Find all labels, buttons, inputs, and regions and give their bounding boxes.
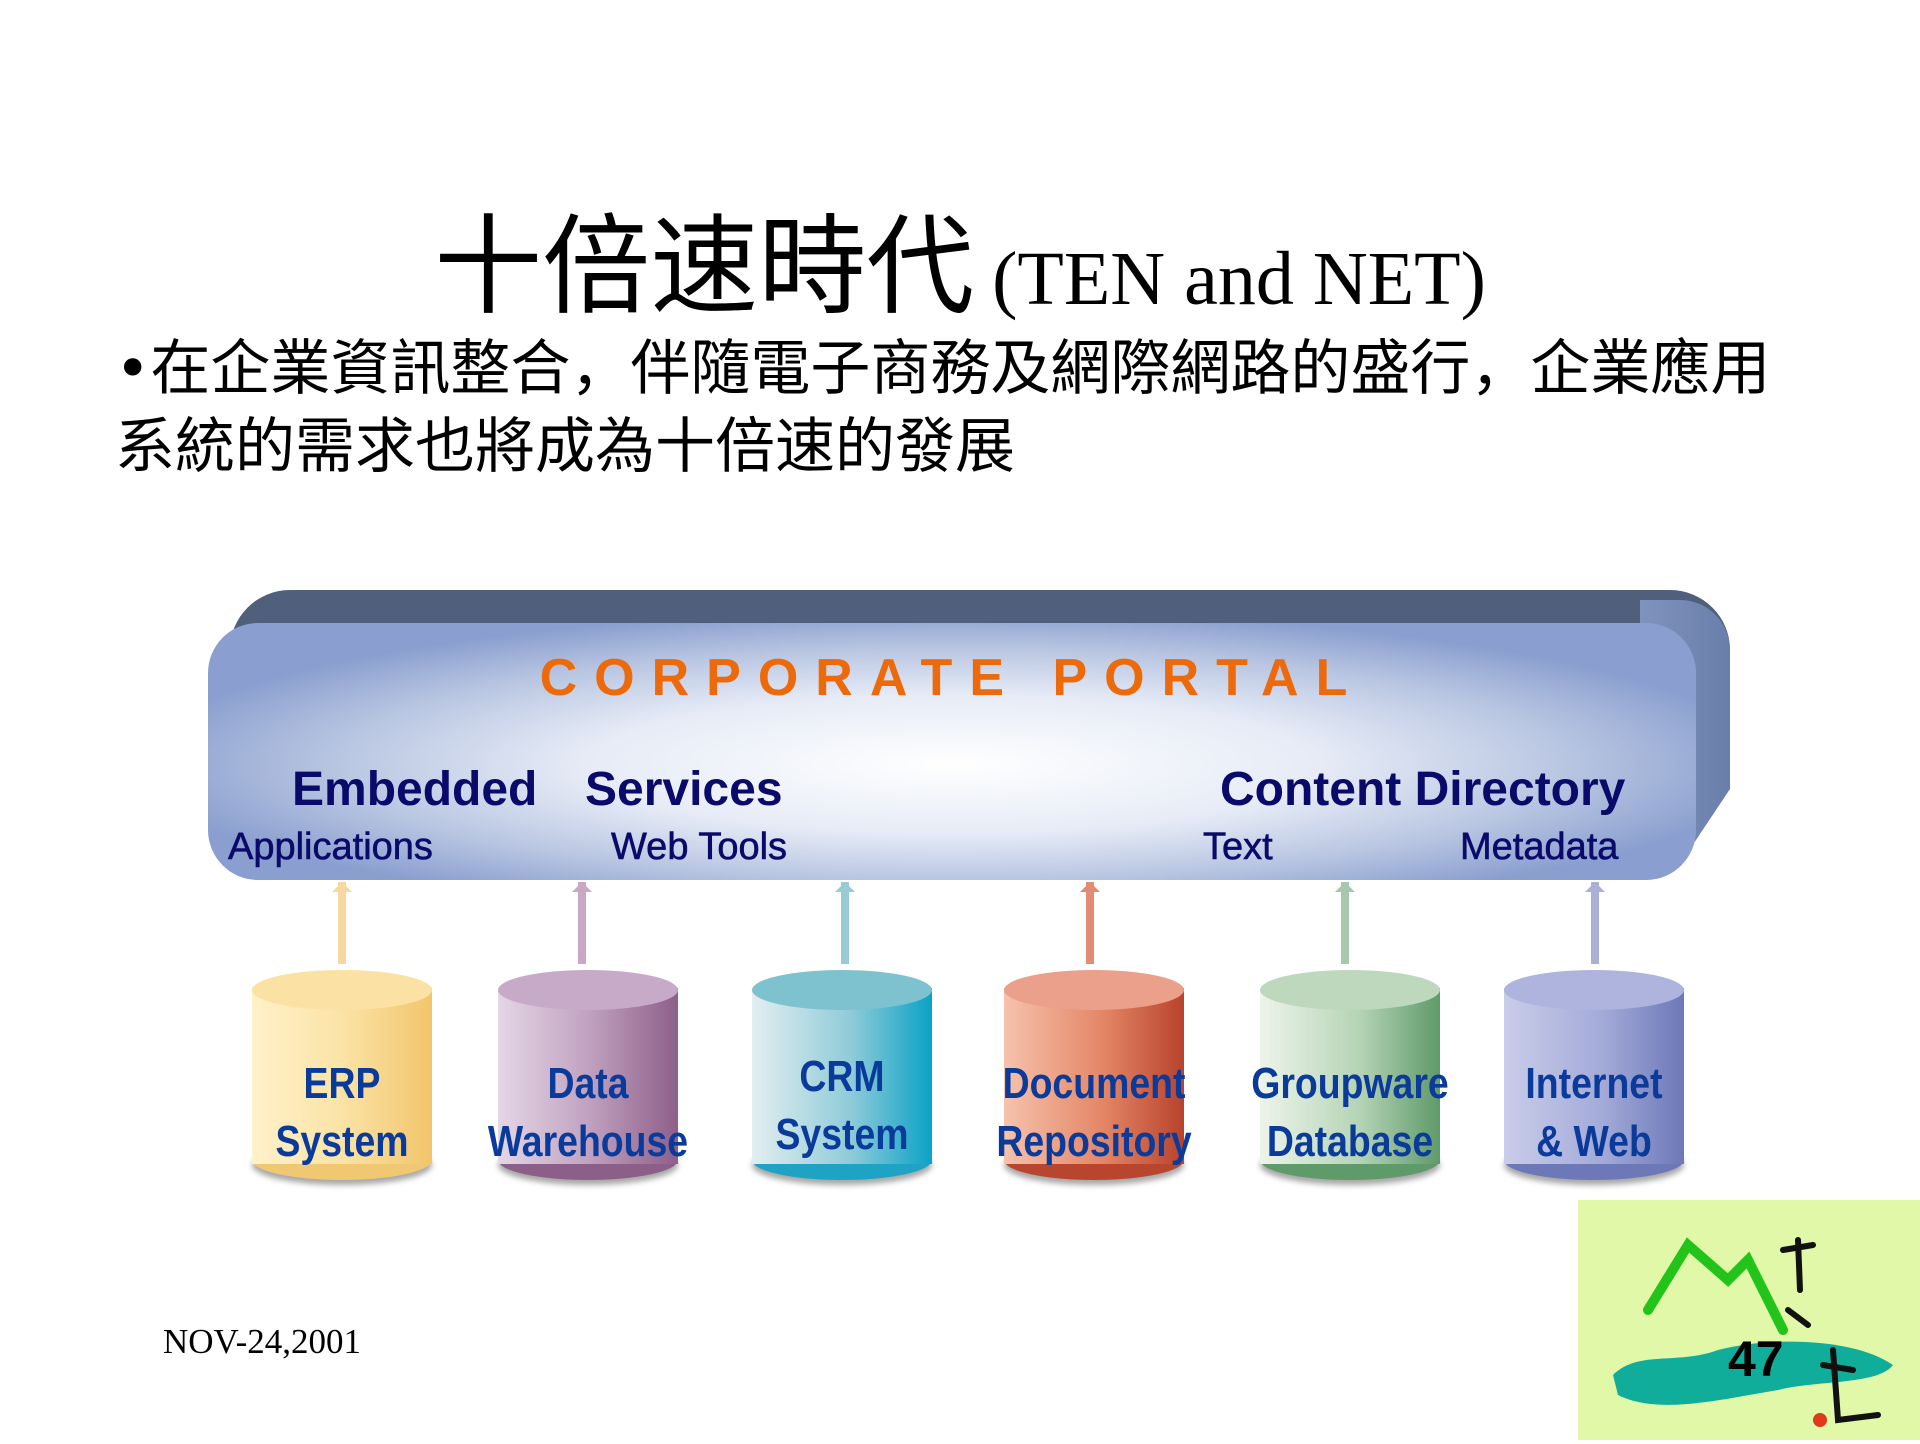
arrow-up-icon (1080, 882, 1100, 964)
title-chinese: 十倍速時代 (434, 205, 975, 330)
item-applications: Applications (228, 826, 434, 869)
cylinder-label: Internet& Web (1525, 1059, 1663, 1166)
embedded-heading: Embedded (292, 763, 538, 816)
page-number: 47 (1728, 1331, 1784, 1387)
arrow-up-icon (332, 882, 352, 964)
arrow-up-icon (1335, 882, 1355, 964)
corporate-portal-box (208, 623, 1696, 880)
logo-graphic (1613, 1237, 1893, 1427)
bullet-point: •在企業資訊整合，伴隨電子商務及網際網路的盛行，企業應用系統的需求也將成為十倍速… (115, 330, 1815, 486)
slide-title: 十倍速時代(TEN and NET) (0, 180, 1920, 336)
item-metadata: Metadata (1460, 826, 1619, 869)
cylinder-internet-web: Internet& Web (1504, 970, 1684, 1182)
item-web-tools: Web Tools (611, 826, 788, 869)
item-text: Text (1203, 826, 1273, 869)
bullet-marker: • (115, 334, 151, 404)
portal-title: CORPORATE PORTAL (539, 649, 1365, 707)
university-logo (1578, 1200, 1920, 1440)
title-english: (TEN and NET) (992, 237, 1486, 321)
arrow-up-icon (572, 882, 592, 964)
bullet-text: 在企業資訊整合，伴隨電子商務及網際網路的盛行，企業應用系統的需求也將成為十倍速的… (115, 334, 1771, 482)
content-directory-heading: Content Directory (1220, 763, 1626, 816)
arrow-up-icon (835, 882, 855, 964)
services-heading: Services (585, 763, 783, 816)
arrow-up-icon (1585, 882, 1605, 964)
slide-date: NOV-24,2001 (163, 1322, 362, 1361)
